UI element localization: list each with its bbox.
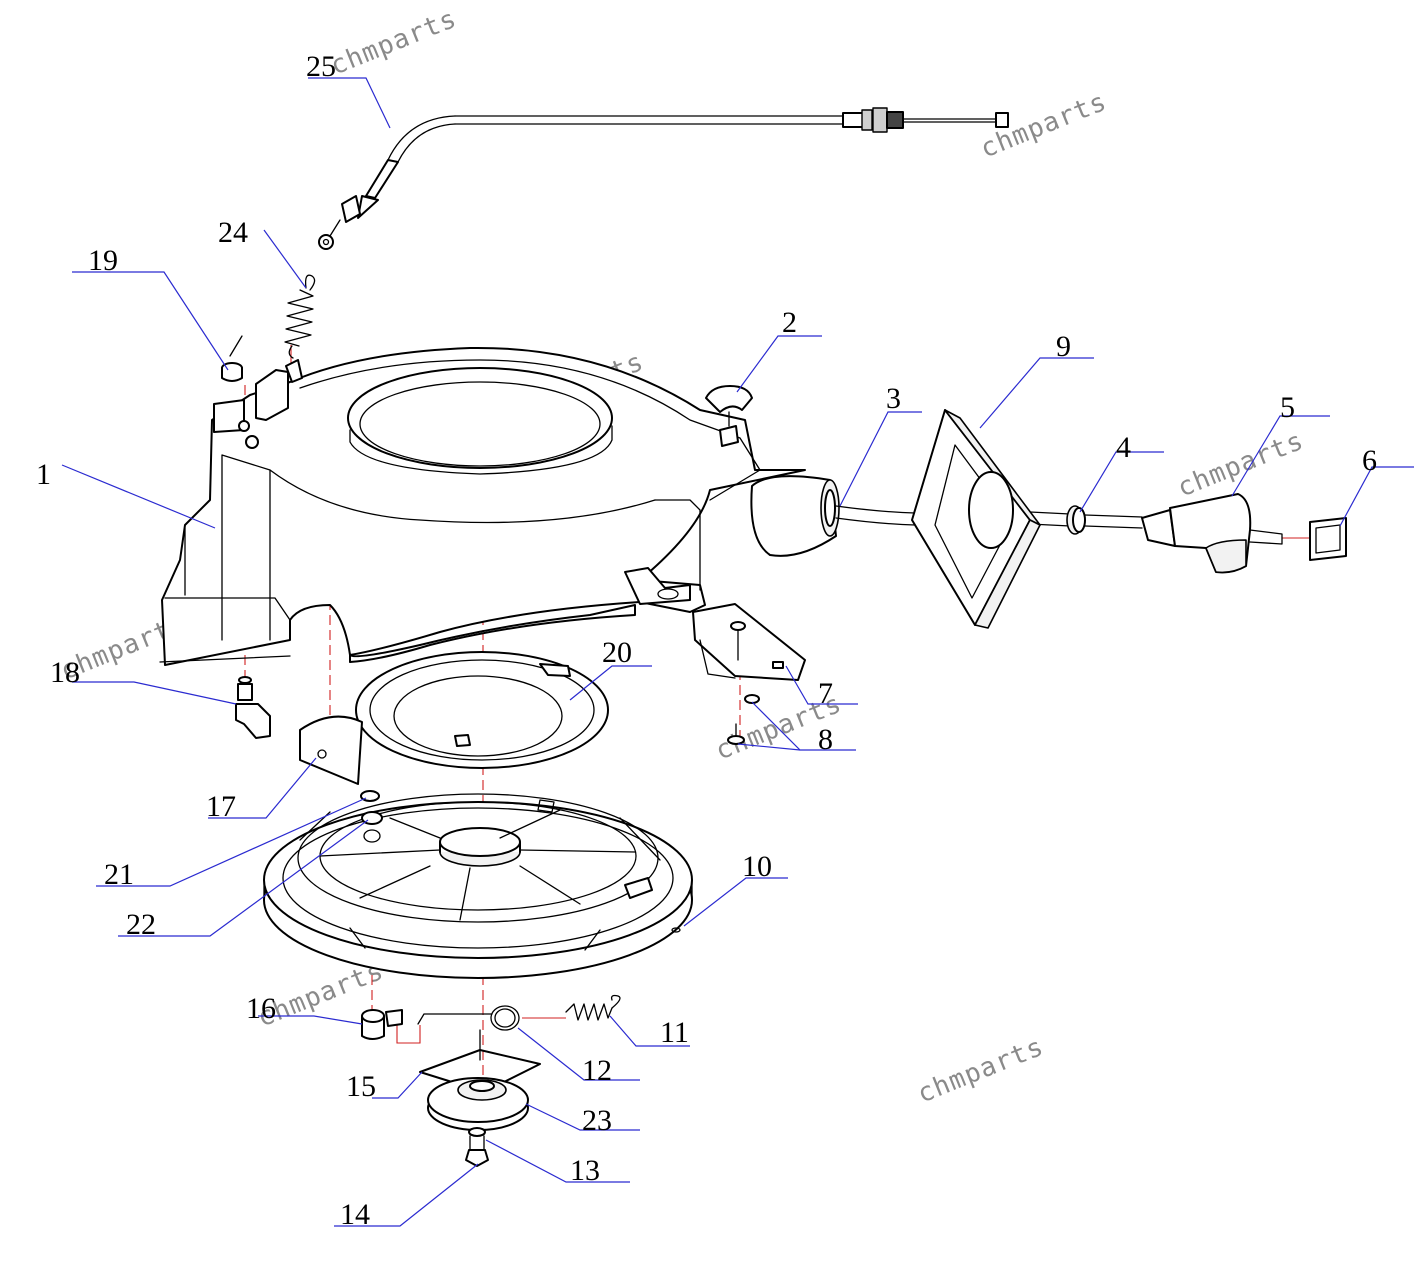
part-label-9: 9 (1056, 330, 1071, 363)
part-labels: 1 2 3 4 5 6 7 8 9 10 11 12 13 14 15 16 1… (36, 50, 1377, 1231)
part-6-cap (1309, 517, 1347, 561)
part-label-21: 21 (104, 858, 134, 891)
part-20-spring-coil (355, 651, 609, 769)
part-18-lock (235, 676, 271, 739)
part-label-2: 2 (782, 306, 797, 339)
part-label-20: 20 (602, 636, 632, 669)
part-label-24: 24 (218, 216, 248, 249)
part-label-8: 8 (818, 723, 833, 756)
part-label-11: 11 (660, 1016, 689, 1049)
part-17-plate (299, 715, 363, 785)
part-9-pad (911, 409, 1041, 629)
part-label-4: 4 (1116, 431, 1131, 464)
part-25-cable (318, 107, 1009, 250)
part-10-pulley (263, 790, 693, 979)
watermark: chmparts (913, 1032, 1048, 1110)
part-label-7: 7 (818, 677, 833, 710)
part-label-14: 14 (340, 1198, 370, 1231)
part-label-17: 17 (206, 790, 236, 823)
part-11-spring (565, 994, 621, 1021)
part-label-13: 13 (570, 1154, 600, 1187)
part-label-18: 18 (50, 656, 80, 689)
part-label-10: 10 (742, 850, 772, 883)
part-label-22: 22 (126, 908, 156, 941)
part-label-1: 1 (36, 458, 51, 491)
part-label-6: 6 (1362, 444, 1377, 477)
part-label-23: 23 (582, 1104, 612, 1137)
part-8-screws (727, 621, 760, 745)
leader-lines (61, 77, 1414, 1227)
part-19-pin (221, 335, 243, 382)
watermark: chmparts (1173, 426, 1308, 504)
part-label-12: 12 (582, 1054, 612, 1087)
part-12-torsion (417, 1005, 520, 1031)
part-label-25: 25 (306, 50, 336, 83)
part-14-bolt (465, 1149, 489, 1167)
part-16-pawl (361, 1009, 403, 1040)
part-label-19: 19 (88, 244, 118, 277)
part-24-spring (284, 274, 316, 359)
watermark: chmparts (326, 4, 461, 82)
part-23-disc (427, 1077, 529, 1131)
part-13-washer (468, 1127, 486, 1151)
part-2-clip (705, 385, 753, 447)
part-label-3: 3 (886, 382, 901, 415)
part-label-15: 15 (346, 1070, 376, 1103)
part-1-housing (159, 346, 840, 681)
part-label-16: 16 (246, 992, 276, 1025)
part-4-ring (1066, 505, 1143, 535)
part-label-5: 5 (1280, 391, 1295, 424)
part-5-handle (1141, 493, 1283, 574)
